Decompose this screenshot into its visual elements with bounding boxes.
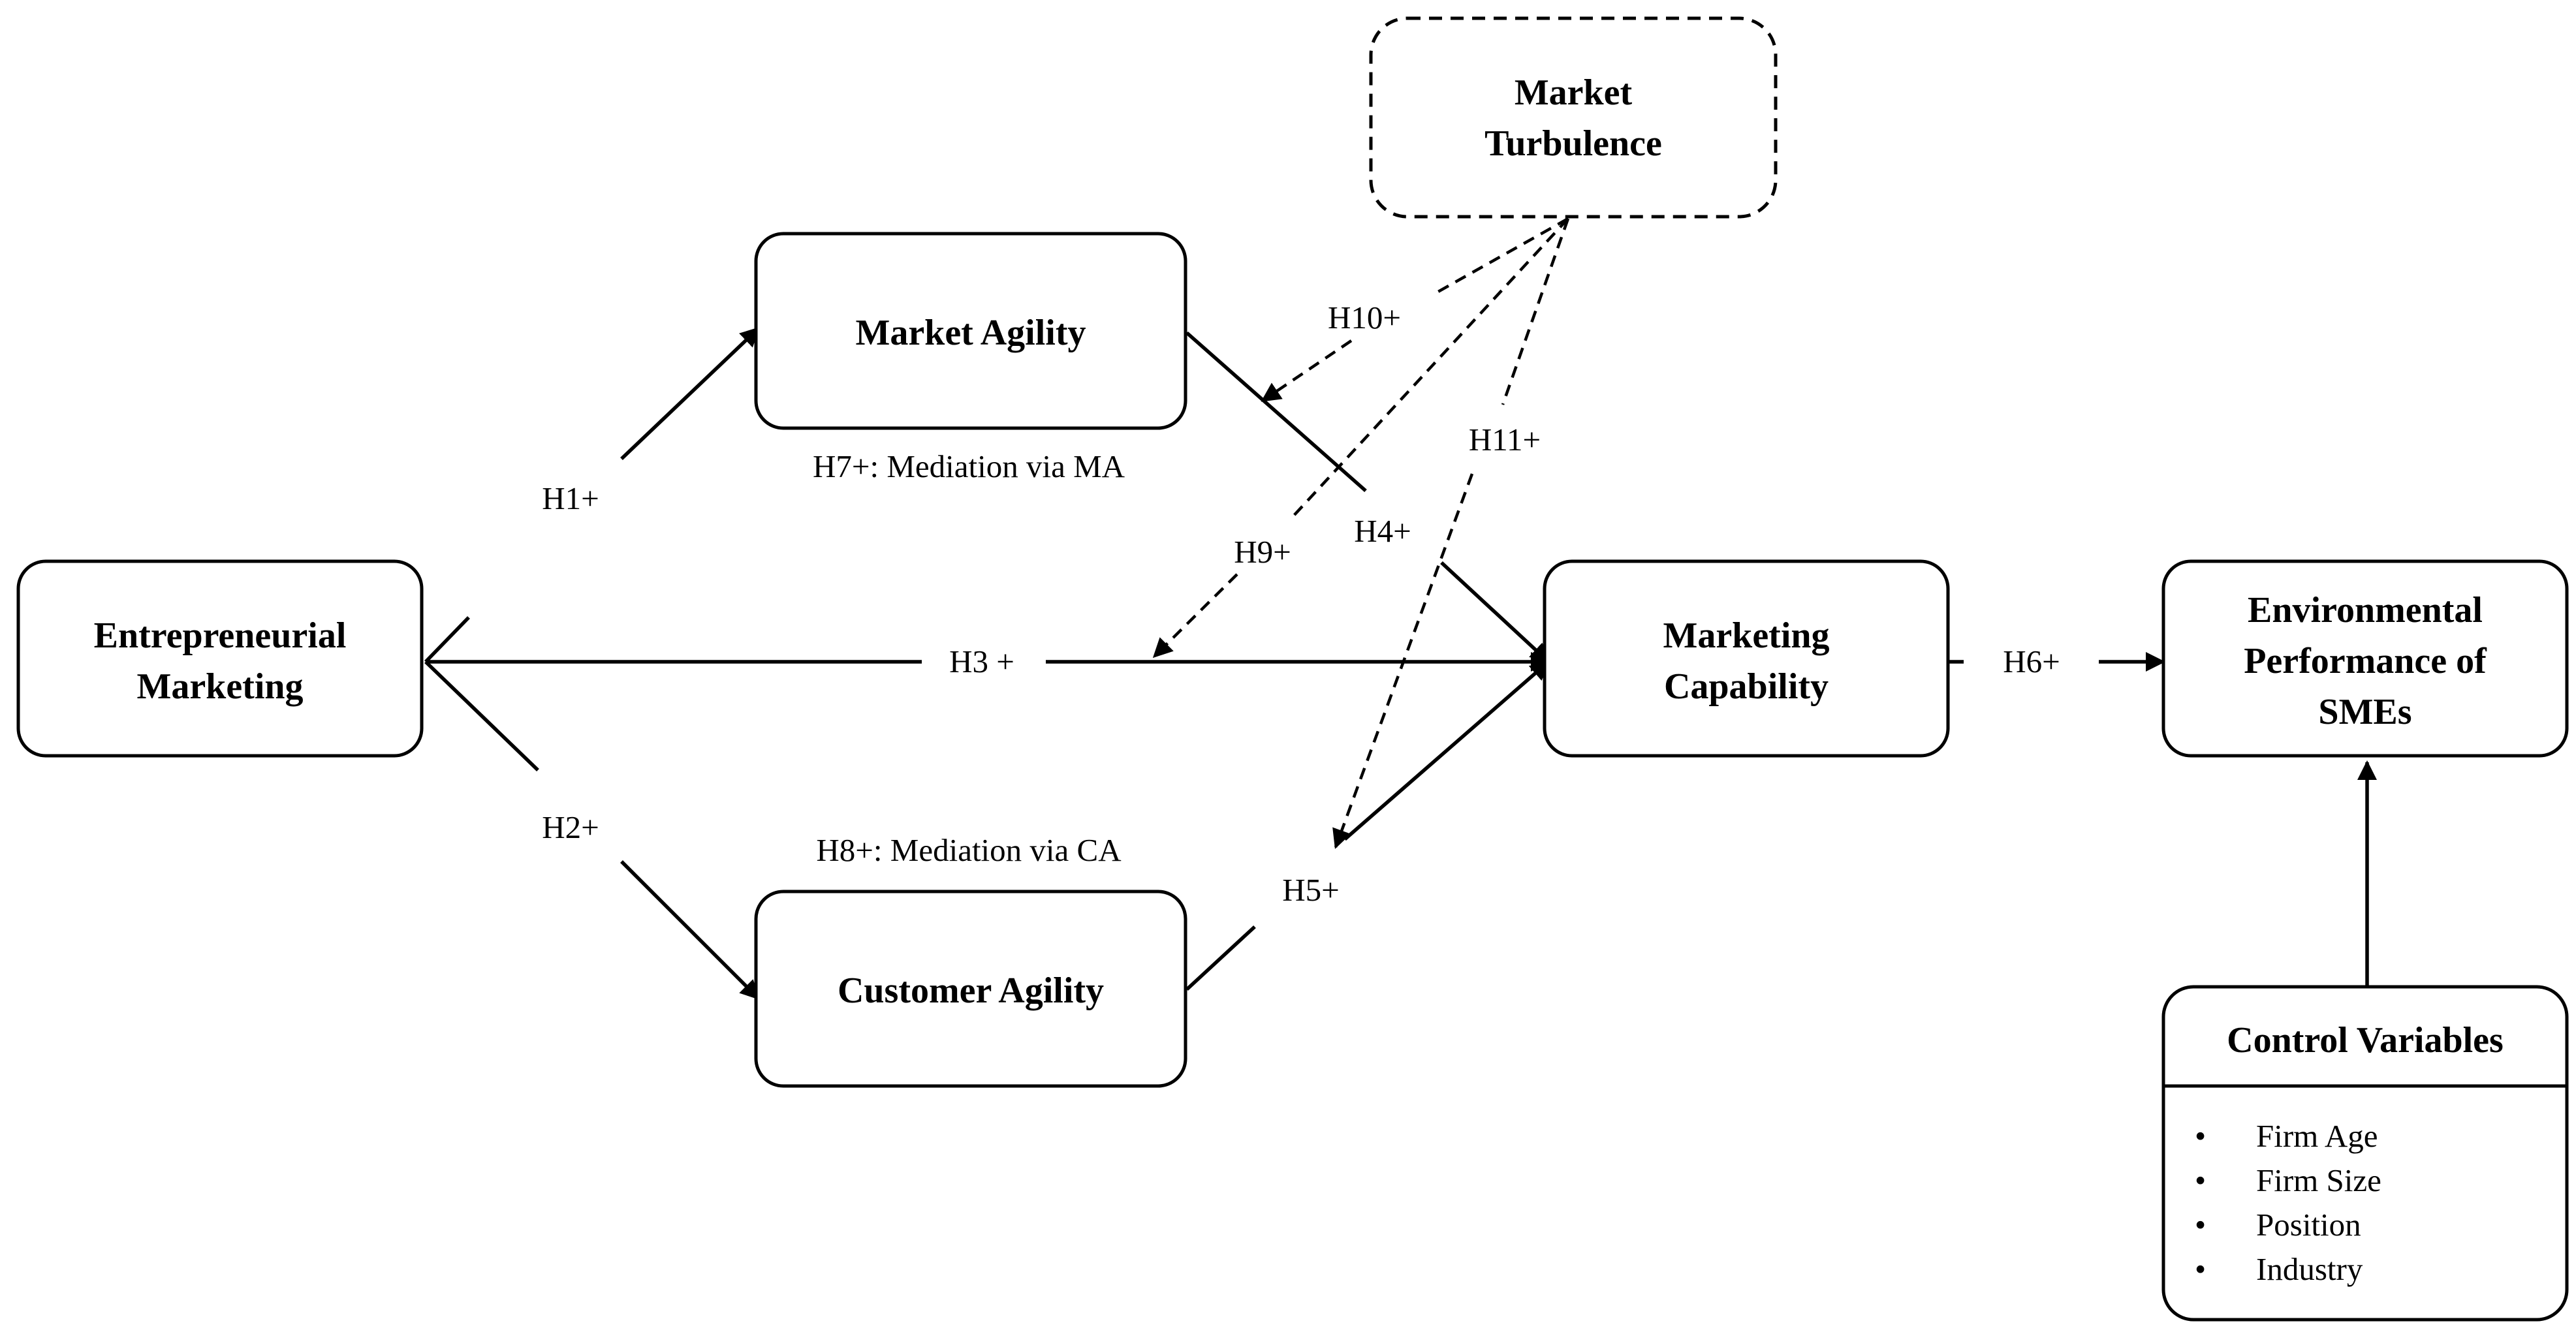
edge-h4-segment-b (1440, 561, 1550, 664)
control-variable-bullet: • (2195, 1162, 2206, 1198)
edge-h2-segment-a (424, 660, 539, 771)
control-variable-item: Firm Size (2256, 1162, 2381, 1198)
node-entrepreneurial-marketing-line2: Marketing (136, 666, 303, 707)
edge-label-h9: H9+ (1234, 534, 1291, 570)
node-entrepreneurial-marketing-line1: Entrepreneurial (94, 615, 347, 656)
edge-label-h5: H5+ (1282, 872, 1340, 908)
control-variable-bullet: • (2195, 1251, 2206, 1287)
control-variables-title: Control Variables (2227, 1020, 2504, 1061)
edge-h4-segment-a (1186, 331, 1367, 493)
edge-label-h4: H4+ (1354, 513, 1411, 549)
edge-h11-segment-b (1332, 473, 1474, 849)
node-marketing-capability-line2: Capability (1664, 666, 1829, 707)
node-market-agility: Market Agility (754, 232, 1187, 430)
node-environmental-performance: Environmental Performance of SMEs (2161, 559, 2569, 758)
control-variable-item: Industry (2256, 1251, 2363, 1287)
node-market-agility-label: Market Agility (855, 313, 1086, 353)
node-customer-agility-label: Customer Agility (838, 970, 1104, 1011)
node-market-turbulence: Market Turbulence (1369, 16, 1778, 219)
node-market-turbulence-line2: Turbulence (1484, 123, 1662, 164)
edge-h1-segment-a (424, 616, 470, 663)
control-variable-bullet: • (2195, 1118, 2206, 1154)
node-control-variables: Control Variables • Firm Age • Firm Size… (2161, 985, 2569, 1322)
edge-h11-segment-a (1501, 218, 1570, 405)
edge-label-h10: H10+ (1328, 300, 1401, 335)
edge-h9-segment-a (1291, 217, 1569, 518)
edge-label-h3: H3 + (949, 644, 1014, 679)
edge-label-h11: H11+ (1469, 422, 1541, 458)
node-environmental-performance-line3: SMEs (2318, 692, 2411, 732)
edge-label-h8: H8+: Mediation via CA (816, 832, 1122, 868)
edge-h1-segment-b (620, 326, 761, 460)
edge-h10-segment-a (1431, 217, 1569, 296)
node-entrepreneurial-marketing: Entrepreneurial Marketing (16, 559, 424, 758)
node-environmental-performance-line1: Environmental (2248, 590, 2483, 630)
node-customer-agility: Customer Agility (754, 890, 1187, 1088)
control-variable-bullet: • (2195, 1207, 2206, 1243)
control-variable-item: Firm Age (2256, 1118, 2378, 1154)
edge-h5-segment-a (1186, 925, 1256, 991)
control-variable-item: Position (2256, 1207, 2361, 1243)
node-marketing-capability: Marketing Capability (1543, 559, 1950, 758)
edge-h2-segment-b (620, 860, 761, 1000)
edge-h5-segment-b (1343, 660, 1550, 841)
node-environmental-performance-line2: Performance of (2244, 641, 2487, 681)
edge-label-h2: H2+ (542, 809, 599, 845)
node-marketing-capability-line1: Marketing (1663, 615, 1829, 656)
edge-h9-segment-b (1152, 573, 1238, 659)
node-market-turbulence-line1: Market (1515, 72, 1633, 113)
edge-h10-segment-b (1261, 339, 1353, 402)
edge-label-h7: H7+: Mediation via MA (813, 448, 1125, 484)
edge-label-h1: H1+ (542, 480, 599, 516)
edge-label-h6: H6+ (2003, 644, 2060, 679)
